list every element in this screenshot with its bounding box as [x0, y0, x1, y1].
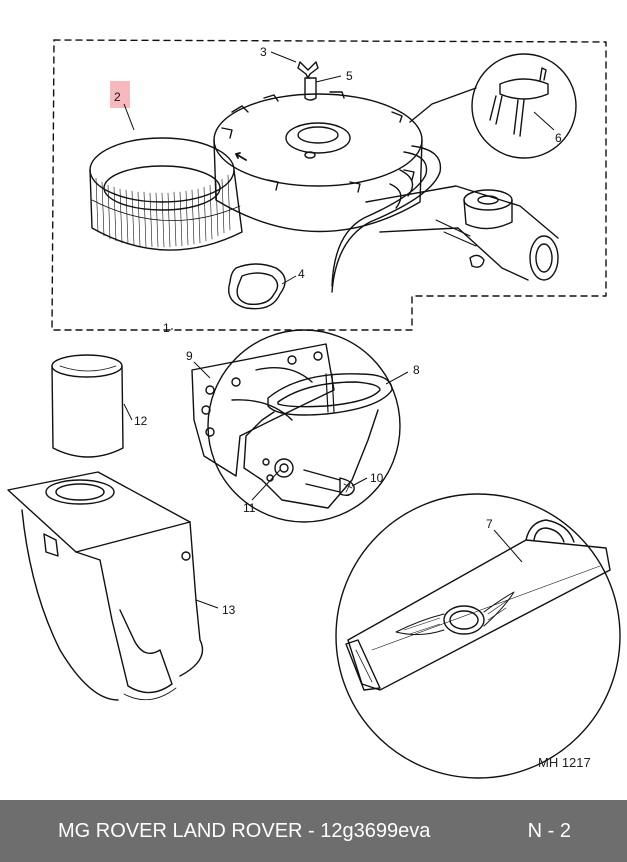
leader-line-8 — [385, 371, 409, 385]
callout-9: 9 — [186, 349, 193, 363]
callout-3: 3 — [260, 45, 267, 59]
leader-line-5 — [315, 75, 342, 83]
bracket-detail — [191, 329, 401, 523]
callout-8: 8 — [413, 363, 420, 377]
diagram-reference: MH 1217 — [538, 755, 591, 770]
leader-line-12 — [123, 403, 133, 421]
gasket-seal — [228, 263, 286, 310]
callout-12: 12 — [134, 414, 148, 428]
assembly-boundary — [51, 39, 607, 331]
intake-sleeve — [51, 354, 124, 458]
badged-pipe-detail — [335, 493, 621, 779]
leader-line-7 — [493, 529, 523, 563]
callout-13: 13 — [222, 603, 236, 617]
callout-10: 10 — [370, 471, 384, 485]
leader-line-3 — [270, 51, 297, 63]
leader-line-10 — [351, 477, 368, 487]
callout-5: 5 — [346, 69, 353, 83]
callout-7: 7 — [486, 517, 493, 531]
leader-line-6 — [533, 111, 555, 131]
leader-line-9 — [193, 361, 211, 379]
footer-bar: MG ROVER LAND ROVER - 12g3699eva N - 2 — [0, 800, 627, 862]
callout-6: 6 — [555, 131, 562, 145]
callout-1: 1 — [163, 321, 170, 335]
leader-line-2 — [123, 103, 135, 131]
highlight-box — [110, 81, 130, 108]
intake-duct — [7, 471, 204, 701]
footer-title: MG ROVER LAND ROVER - 12g3699eva — [58, 819, 431, 842]
leader-line-11 — [251, 469, 281, 501]
callout-2: 2 — [114, 90, 121, 104]
leader-line-4 — [281, 275, 297, 285]
callout-4: 4 — [298, 267, 305, 281]
footer-page: N - 2 — [527, 819, 571, 842]
exploded-parts-diagram: 2 3 5 6 4 1 9 8 12 10 11 7 13 MH 1217 — [7, 39, 621, 779]
sensor-inset — [409, 53, 577, 159]
wing-nut-and-stud — [297, 61, 319, 101]
air-filter-element — [89, 137, 243, 251]
callout-11: 11 — [243, 501, 256, 515]
air-cleaner-body — [213, 91, 559, 293]
leader-line-13 — [195, 599, 219, 609]
